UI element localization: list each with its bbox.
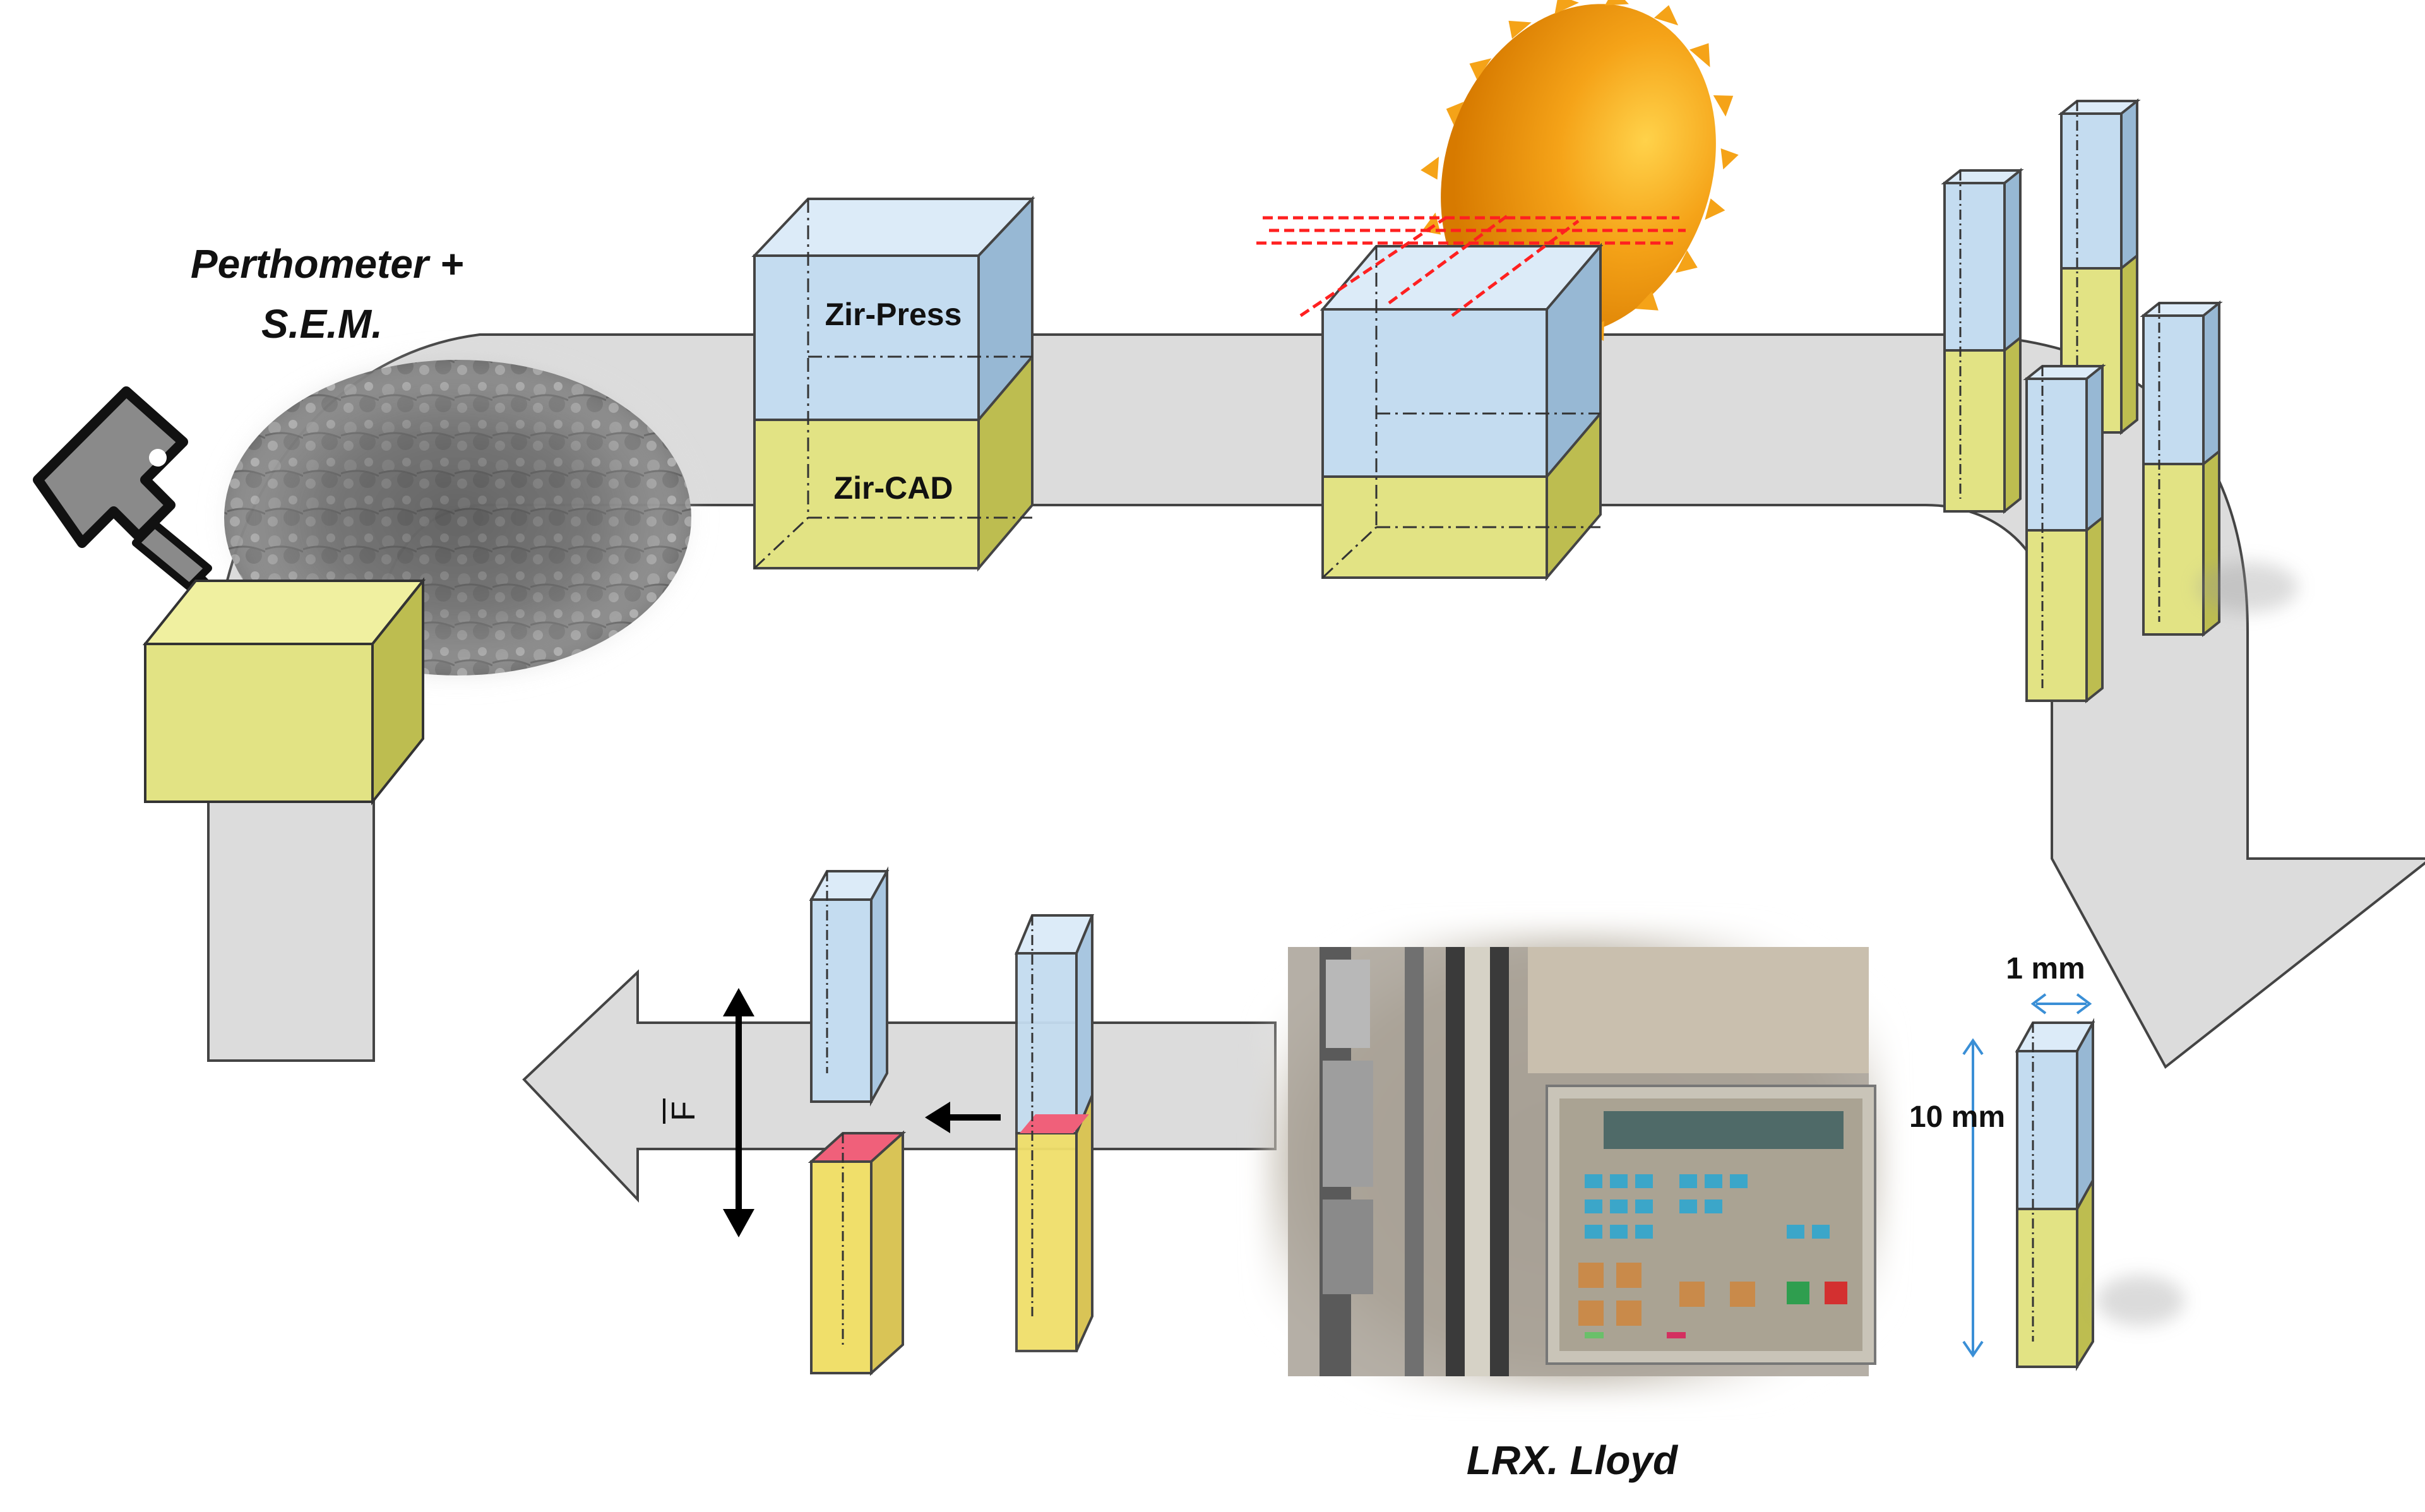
perthometer-probe-icon bbox=[33, 386, 227, 602]
block-being-sectioned bbox=[1256, 213, 1686, 581]
force-arrow-icon bbox=[723, 988, 754, 1237]
perthometer-label-line2: S.E.M. bbox=[261, 301, 383, 347]
height-dimension bbox=[1962, 1038, 1984, 1358]
fractured-piece-top bbox=[809, 866, 890, 1107]
stick-specimen-4 bbox=[2140, 300, 2223, 638]
stick-dimensioned bbox=[2015, 1018, 2095, 1371]
force-label: F bbox=[663, 1098, 702, 1124]
width-dimension-label: 1 mm bbox=[2006, 952, 2085, 985]
zir-press-label: Zir-Press bbox=[825, 297, 962, 332]
machine-label: LRX. Lloyd bbox=[1467, 1438, 1679, 1483]
perthometer-label-line1: Perthometer + bbox=[191, 241, 463, 287]
direction-arrow-icon bbox=[925, 1102, 1001, 1133]
stick-under-load bbox=[1015, 914, 1094, 1352]
width-dimension bbox=[2030, 993, 2092, 1015]
height-dimension-label: 10 mm bbox=[1909, 1100, 2005, 1134]
stick-specimen-1 bbox=[1941, 167, 2024, 515]
fractured-piece-bottom bbox=[807, 1130, 907, 1376]
cut-lines bbox=[1256, 213, 1686, 318]
bonded-block-main: Zir-Press Zir-CAD bbox=[751, 195, 1035, 572]
stick-specimen-3 bbox=[2023, 363, 2106, 704]
lloyd-machine-photo bbox=[1263, 928, 1888, 1395]
zir-cad-label: Zir-CAD bbox=[834, 470, 953, 506]
force-symbol: F bbox=[665, 1101, 702, 1121]
bonded-specimen-left bbox=[142, 577, 426, 806]
